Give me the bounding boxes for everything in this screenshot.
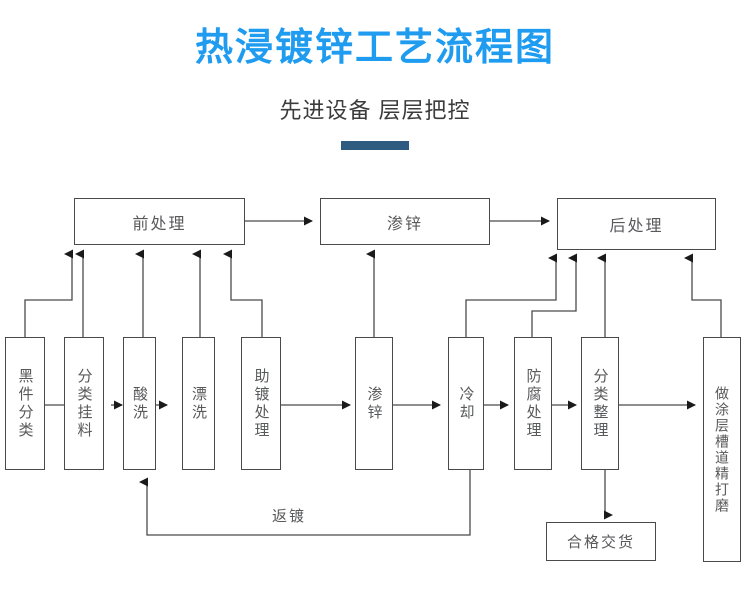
process-box-rinsing[interactable]: 漂洗: [182, 337, 215, 470]
process-box-pickling[interactable]: 酸洗: [123, 337, 156, 470]
terminal-box-qualified-delivery[interactable]: 合格交货: [546, 522, 656, 561]
process-box-sorting-hanging[interactable]: 分类挂料: [64, 337, 104, 470]
process-box-anticorrosion[interactable]: 防腐处理: [514, 337, 552, 470]
process-box-cooling[interactable]: 冷却: [448, 337, 484, 470]
stage-box-posttreatment[interactable]: 后处理: [557, 198, 716, 250]
process-box-coating-groove-polish[interactable]: 做涂层槽道精打磨: [703, 337, 741, 562]
page-subtitle: 先进设备 层层把控: [279, 98, 471, 123]
process-box-black-part-sorting[interactable]: 黑件分类: [5, 337, 45, 470]
page-title: 热浸镀锌工艺流程图: [194, 27, 555, 69]
loop-label-rework: 返镀: [272, 508, 307, 525]
title-divider-bar: [341, 141, 409, 150]
stage-box-galvanizing[interactable]: 渗锌: [320, 198, 490, 245]
process-box-zinc-plating[interactable]: 渗锌: [355, 337, 393, 470]
process-box-classify-arrange[interactable]: 分类整理: [581, 337, 619, 470]
process-box-fluxing[interactable]: 助镀处理: [241, 337, 281, 470]
stage-box-pretreatment[interactable]: 前处理: [74, 198, 245, 245]
